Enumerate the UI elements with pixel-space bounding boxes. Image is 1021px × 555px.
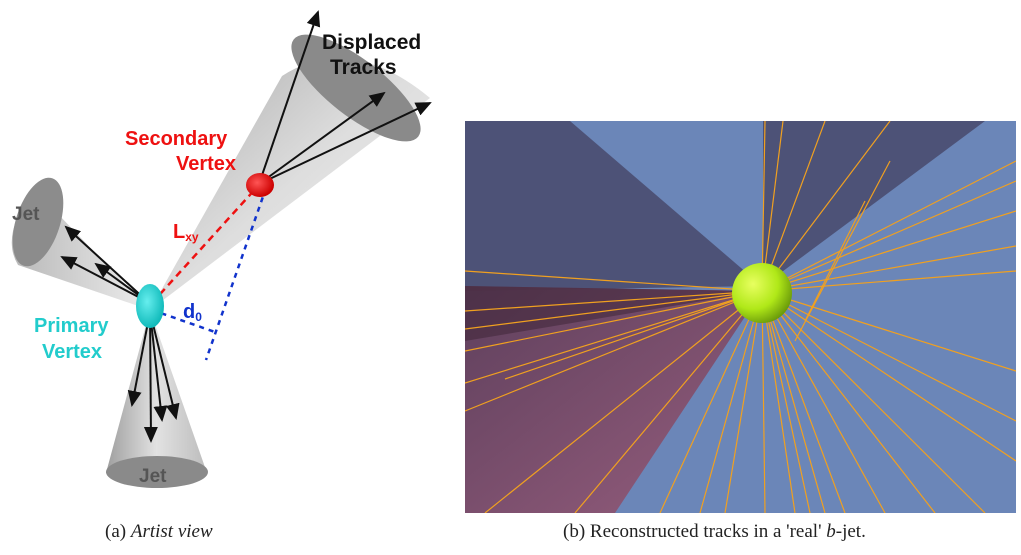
track [761, 290, 1016, 372]
track [761, 290, 1016, 462]
track [465, 270, 763, 292]
caption-b-text-before: Reconstructed tracks in a 'real' [589, 521, 822, 542]
track [761, 290, 986, 513]
dark-cone-right [763, 121, 985, 286]
jet-track-arrow [60, 256, 149, 303]
track [724, 290, 763, 513]
track [761, 290, 766, 513]
track [504, 290, 763, 380]
displaced-label-line2: Tracks [330, 56, 397, 79]
jet-track-arrow [127, 311, 151, 407]
track [761, 121, 826, 292]
impact-extrapolation-line [204, 187, 268, 361]
track [574, 290, 763, 513]
caption-a: (a) Artist view [105, 521, 213, 543]
track [465, 290, 763, 384]
track [761, 290, 811, 513]
displaced-label-line1: Displaced [322, 31, 421, 54]
bottom-jet-cone [106, 310, 208, 488]
primary-vertex-marker [136, 284, 164, 328]
track [761, 290, 846, 513]
secondary-vertex-label-line1: Secondary [125, 128, 228, 150]
track [484, 290, 763, 513]
secondary-vertex-marker [246, 173, 274, 197]
bottom-jet-tracks [127, 311, 180, 443]
track [761, 290, 886, 513]
caption-b-text-after: -jet. [835, 521, 866, 542]
track [761, 290, 826, 513]
track [659, 290, 763, 513]
displaced-cone [150, 34, 430, 311]
track [761, 180, 1016, 292]
lxy-label-main: L [173, 221, 185, 243]
track [761, 121, 784, 292]
caption-b-prefix: (b) [563, 521, 586, 542]
d0-label: d0 [183, 301, 202, 324]
track [465, 290, 763, 352]
caption-a-prefix: (a) [105, 521, 127, 542]
dark-cone-left [465, 121, 762, 291]
reconstructed-tracks-render [465, 121, 1016, 513]
track [761, 210, 1016, 292]
caption-b: (b) Reconstructed tracks in a 'real' b-j… [563, 521, 866, 543]
primary-vertex-label-line2: Vertex [42, 341, 102, 363]
displaced-track-arrow [258, 102, 432, 185]
caption-a-text: Artist view [130, 521, 213, 542]
track [465, 290, 763, 412]
track [465, 290, 763, 312]
left-jet-cone [11, 177, 151, 310]
track [465, 290, 763, 330]
track [804, 200, 866, 322]
artist-view-panel: Displaced Tracks Secondary Vertex Lxy Je… [0, 0, 460, 510]
displaced-track-arrow [258, 10, 321, 185]
vertex-sphere [732, 263, 792, 323]
d0-label-main: d [183, 301, 195, 323]
displaced-track-arrow [258, 91, 386, 185]
track [761, 270, 1016, 292]
left-jet-label: Jet [12, 204, 40, 225]
track [761, 121, 766, 292]
jet-track-arrow [143, 311, 158, 443]
jet-track-arrow [149, 311, 168, 422]
track [761, 290, 936, 513]
lxy-line [151, 185, 259, 304]
red-cone [465, 286, 762, 513]
caption-b-italic: b [826, 521, 836, 542]
track [761, 290, 796, 513]
bottom-jet-label: Jet [139, 466, 167, 487]
lxy-label-sub: xy [185, 230, 199, 244]
tracks [465, 121, 1016, 513]
track [761, 290, 1016, 422]
jet-track-arrow [149, 311, 180, 420]
d0-label-sub: 0 [195, 310, 202, 324]
secondary-vertex-label-line2: Vertex [176, 153, 236, 175]
track [761, 160, 1016, 292]
track [761, 121, 891, 292]
displaced-tracks [258, 10, 432, 185]
track [794, 160, 891, 342]
lxy-label: Lxy [173, 221, 199, 244]
track [761, 245, 1016, 292]
track [699, 290, 763, 513]
red-cone-shadow [465, 286, 762, 341]
reconstructed-tracks-panel [465, 121, 1016, 513]
artist-view-diagram: Displaced Tracks Secondary Vertex Lxy Je… [11, 10, 432, 488]
primary-vertex-label-line1: Primary [34, 315, 109, 337]
